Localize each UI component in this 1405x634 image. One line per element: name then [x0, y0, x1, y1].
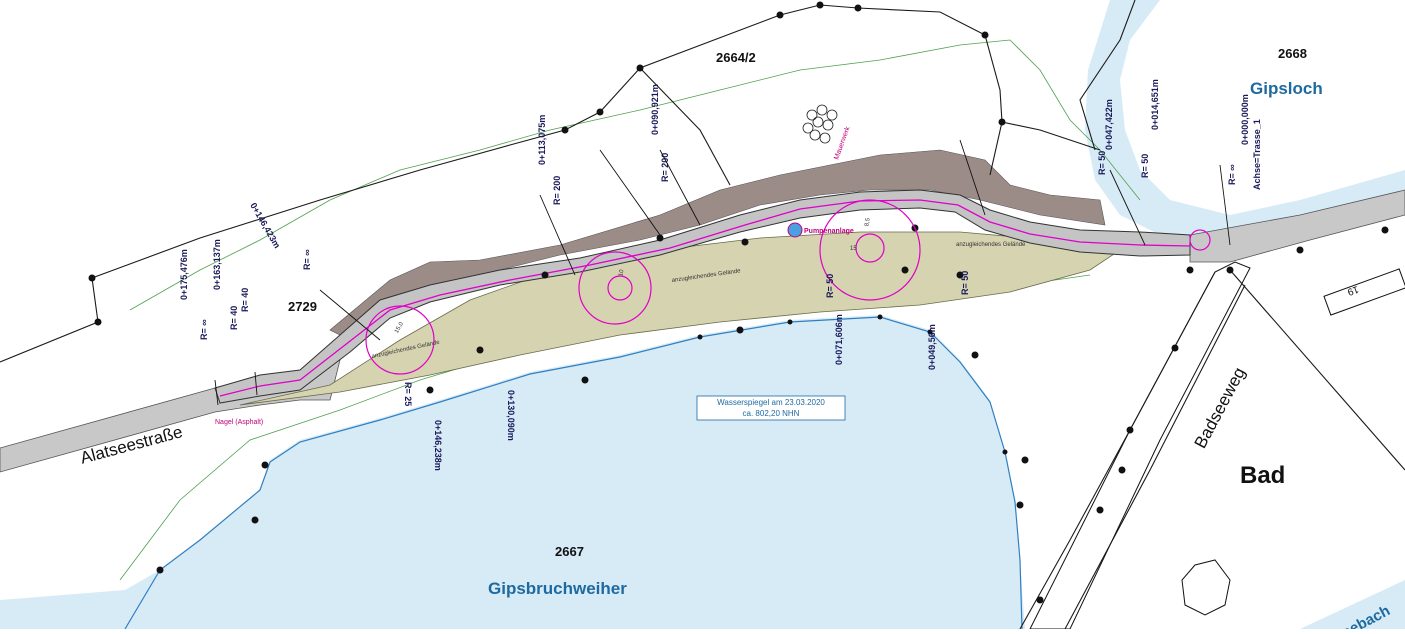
main-road-east — [1189, 189, 1405, 263]
parcel-2667: 2667 — [555, 544, 584, 559]
rock-cluster — [802, 104, 838, 144]
badseeweg-road — [1029, 261, 1251, 630]
parcel-2668: 2668 — [1278, 46, 1307, 61]
radius-label: R= 50 — [825, 274, 835, 298]
place-gipsbruchweiher: Gipsbruchweiher — [488, 579, 627, 598]
structure-outline — [1181, 559, 1231, 616]
dimension-label: 15,0 — [394, 321, 405, 335]
radius-label: R= 50 — [960, 271, 970, 295]
svg-text:Wasserspiegel am 23.03.2020: Wasserspiegel am 23.03.2020 — [717, 398, 825, 407]
pump-station-icon[interactable] — [787, 222, 803, 238]
radius-label: R= 50 — [1140, 154, 1150, 178]
station-label: 0+049,56m — [927, 324, 937, 370]
dimension-label: 15 — [850, 246, 857, 252]
station-label: 0+071,606m — [834, 314, 844, 365]
station-label: 0+146,423m — [248, 201, 282, 250]
retaining-wall-label: Mauerwerk — [833, 125, 852, 160]
radius-label: R= ∞ — [199, 319, 209, 340]
axis-label: Achse=Trasse_1 — [1252, 119, 1262, 190]
asphalt-label: Nagel (Asphalt) — [215, 419, 263, 426]
radius-label: R= 50 — [1097, 151, 1107, 175]
radius-label: R= 25 — [403, 382, 413, 406]
slope-hatch-north — [329, 149, 1106, 341]
radius-label: R= ∞ — [302, 249, 312, 270]
station-label: 0+047,422m — [1104, 99, 1114, 150]
radius-label: R= ∞ — [1227, 164, 1237, 185]
cross-section-lines — [214, 139, 1231, 406]
station-label: 0+090,921m — [650, 84, 660, 135]
parcel-2729: 2729 — [288, 299, 317, 314]
trail-centerline — [219, 199, 1191, 397]
station-label: 0+175,476m — [179, 249, 189, 300]
station-label: 0+130,090m — [506, 390, 516, 441]
radius-label: R= 200 — [552, 176, 562, 205]
curve-radius-circles — [365, 199, 1211, 375]
lake-shore-vertices — [697, 314, 1008, 455]
lake-gipsbruchweiher — [0, 315, 1025, 629]
station-label: 0+163,137m — [212, 239, 222, 290]
stream-bottom-right — [1300, 580, 1405, 629]
parcel-2664-2: 2664/2 — [716, 50, 756, 65]
trail-surface — [214, 189, 1191, 404]
parcel-vertices — [88, 1, 1389, 604]
road-badseeweg: Badseeweg — [1191, 364, 1249, 451]
place-bad: Bad — [1240, 462, 1285, 489]
radius-label: R= 40 — [240, 288, 250, 312]
house-number: 19 — [1345, 283, 1360, 297]
station-label: 0+146,238m — [433, 420, 443, 471]
vegetation-boundary — [129, 39, 1141, 311]
house-outline — [1323, 268, 1405, 316]
station-label: 0+014,651m — [1150, 79, 1160, 130]
water-level-annotation: Wasserspiegel am 23.03.2020 ca. 802,20 N… — [696, 395, 846, 421]
terrain-label: anzugleichendes Gelände — [956, 242, 1026, 248]
radius-label: R= 40 — [229, 306, 239, 330]
station-label: 0+000,000m — [1240, 94, 1250, 145]
stream-gipsloch — [1085, 0, 1405, 245]
dimension-label: 8,5 — [864, 217, 871, 227]
lake-shore-line — [124, 316, 1023, 630]
station-label: 0+113,075m — [537, 115, 547, 165]
svg-text:ca. 802,20 NHN: ca. 802,20 NHN — [743, 409, 800, 418]
radius-label: R= 200 — [660, 153, 670, 182]
pump-label: Pumpenanlage — [804, 228, 854, 235]
dimension-label: 10 — [618, 269, 625, 277]
place-gipsloch: Gipsloch — [1250, 79, 1323, 98]
